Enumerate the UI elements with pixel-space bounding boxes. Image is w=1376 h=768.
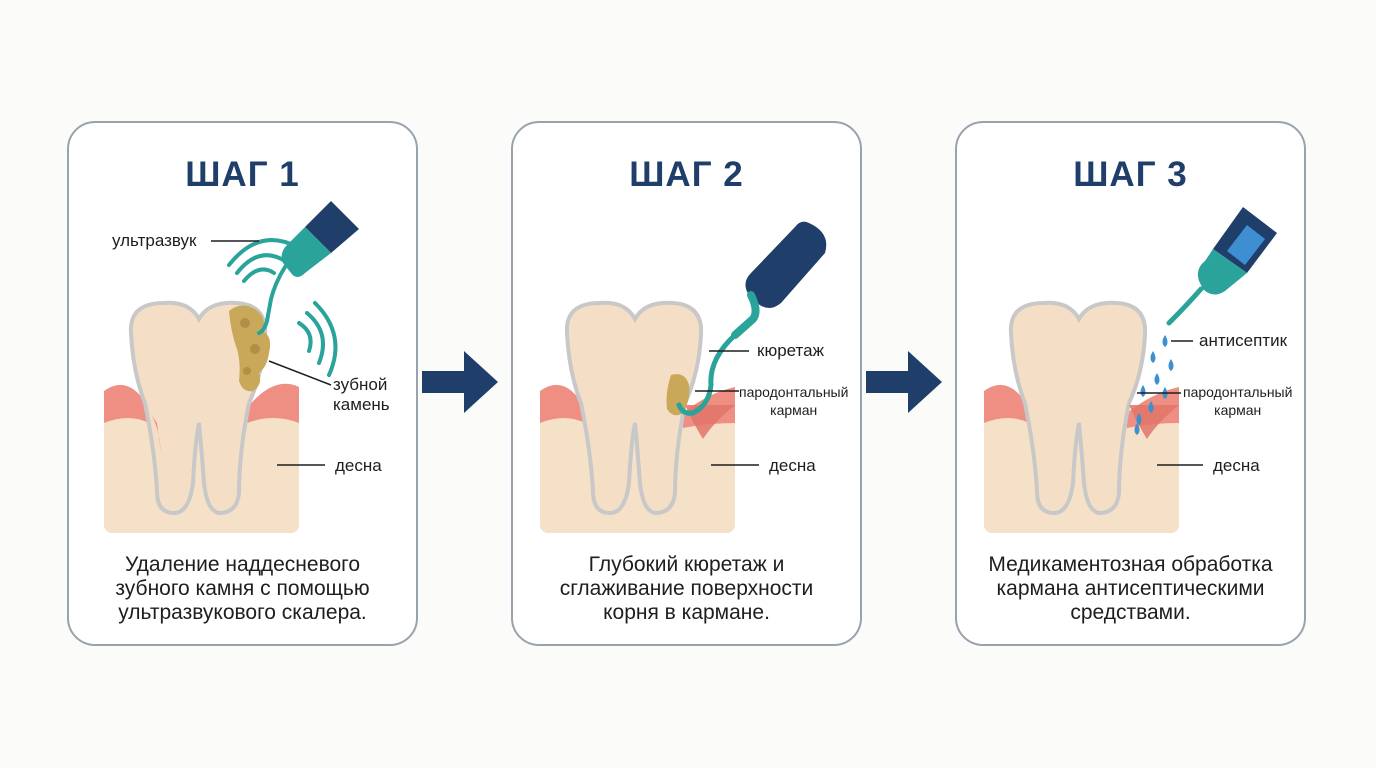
step-1-caption: Удаление наддесневого зубного камня с по… xyxy=(115,553,370,624)
step-3-card: ШАГ 3 xyxy=(955,121,1306,646)
step-2-illustration xyxy=(540,221,827,533)
leader-lines xyxy=(695,350,759,466)
step-3-title: ШАГ 3 xyxy=(1073,155,1188,194)
gum-left xyxy=(540,384,585,423)
arrow-right-icon xyxy=(422,351,498,413)
tooth xyxy=(128,300,268,516)
tooth xyxy=(564,300,704,516)
curette-instrument xyxy=(676,221,827,416)
label-pocket: пародонтальный карман xyxy=(739,384,849,418)
leader-lines xyxy=(211,240,332,466)
antiseptic-droplets xyxy=(1134,335,1174,435)
step-3-caption: Медикаментозная обработка кармана антисе… xyxy=(988,553,1273,624)
gum-left xyxy=(104,384,149,423)
step-1-card: ШАГ 1 xyxy=(67,121,418,646)
label-calculus: зубной камень xyxy=(333,375,390,414)
label-gum: десна xyxy=(769,456,816,475)
ultrasonic-scaler xyxy=(257,201,359,335)
step-3-illustration xyxy=(984,207,1277,533)
gum-left xyxy=(984,384,1029,423)
arrow-right-icon xyxy=(866,351,942,413)
gum-right xyxy=(247,383,299,423)
leader-lines xyxy=(1137,340,1203,466)
step-1-title: ШАГ 1 xyxy=(185,155,300,194)
step-2-card: ШАГ 2 кюретаж пародонтальный карман xyxy=(511,121,862,646)
label-pocket: пародонтальный карман xyxy=(1183,384,1293,418)
label-gum: десна xyxy=(335,456,382,475)
label-curettage: кюретаж xyxy=(757,341,824,360)
tooth xyxy=(1008,300,1148,516)
step-2-title: ШАГ 2 xyxy=(629,155,744,194)
label-gum: десна xyxy=(1213,456,1260,475)
label-ultrasound: ультразвук xyxy=(112,231,197,250)
antiseptic-applicator xyxy=(1166,207,1277,326)
calculus xyxy=(229,305,271,392)
calculus xyxy=(666,374,690,416)
step-2-caption: Глубокий кюретаж и сглаживание поверхнос… xyxy=(559,553,814,624)
periodontal-pocket xyxy=(1129,405,1179,439)
step-1-illustration xyxy=(104,201,359,533)
periodontal-pocket xyxy=(685,405,735,439)
label-antiseptic: антисептик xyxy=(1199,331,1288,350)
